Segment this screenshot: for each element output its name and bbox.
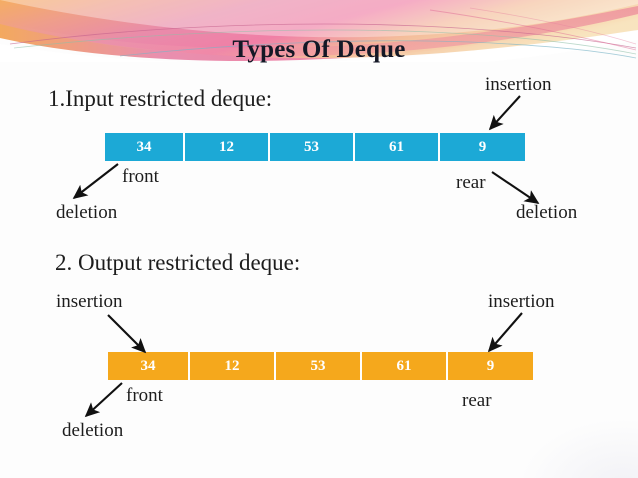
deque-cell: 53	[276, 352, 362, 380]
deque-cell: 9	[440, 133, 525, 161]
arrow-front-to-deletion-orange	[84, 382, 123, 418]
deque-cell: 61	[362, 352, 448, 380]
arrow-insertion-to-front-orange	[107, 314, 147, 354]
corner-glow-decoration	[518, 418, 638, 478]
label-deletion-rear-input: deletion	[516, 202, 578, 223]
deque-cell: 53	[270, 133, 355, 161]
input-restricted-deque: 34 12 53 61 9	[105, 133, 525, 161]
label-front-input: front	[122, 166, 159, 187]
label-deletion-front-input: deletion	[56, 202, 118, 223]
label-insertion-rear-output: insertion	[488, 291, 555, 312]
label-insertion-front-output: insertion	[56, 291, 123, 312]
section-heading-input-restricted: 1.Input restricted deque:	[48, 86, 273, 111]
deque-cell: 9	[448, 352, 533, 380]
arrow-front-to-deletion-blue	[72, 163, 119, 200]
section-heading-output-restricted: 2. Output restricted deque:	[55, 250, 301, 275]
arrow-rear-to-deletion-blue	[491, 171, 540, 204]
deque-cell: 61	[355, 133, 440, 161]
output-restricted-deque: 34 12 53 61 9	[108, 352, 533, 380]
label-rear-output: rear	[462, 390, 492, 411]
deque-cell: 12	[185, 133, 270, 161]
deque-cell: 34	[105, 133, 185, 161]
arrow-insertion-to-rear-orange	[487, 312, 523, 353]
label-rear-input: rear	[456, 172, 486, 193]
page-title: Types Of Deque	[232, 36, 406, 63]
deque-cell: 12	[190, 352, 276, 380]
label-insertion-rear-input: insertion	[485, 74, 552, 95]
label-front-output: front	[126, 385, 163, 406]
arrow-insertion-to-rear-blue	[488, 95, 521, 131]
label-deletion-front-output: deletion	[62, 420, 124, 441]
wave-banner-decoration	[0, 0, 638, 62]
deque-cell: 34	[108, 352, 190, 380]
